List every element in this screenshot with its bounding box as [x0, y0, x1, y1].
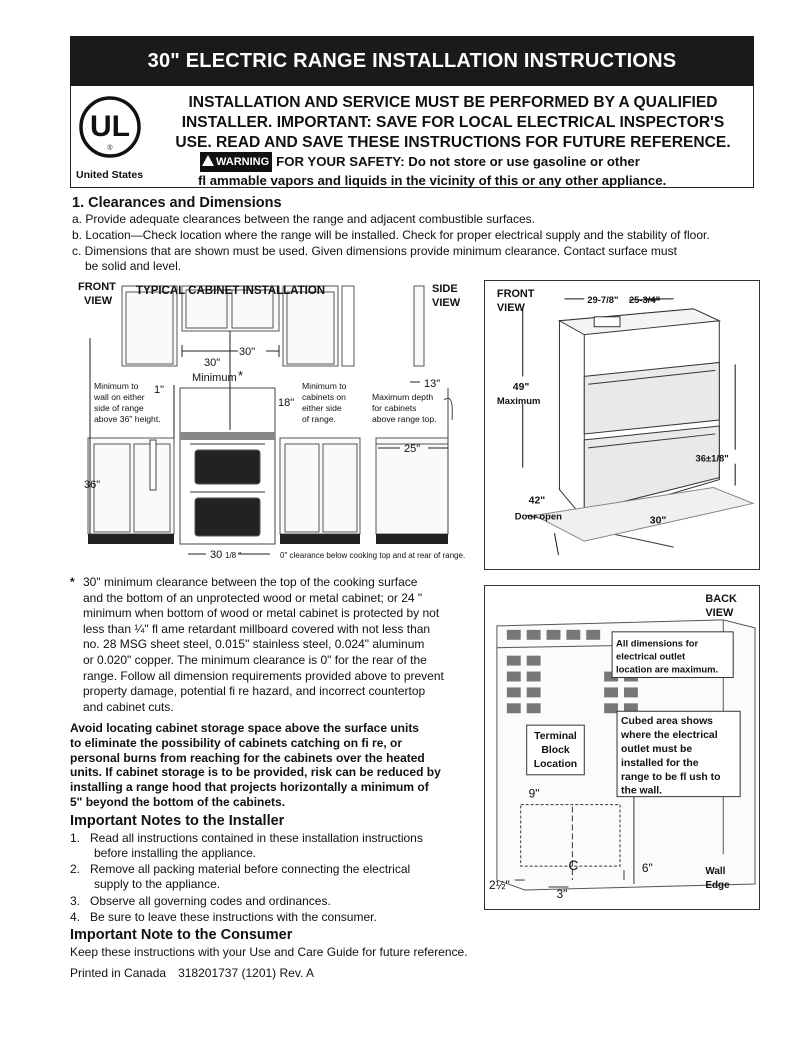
dim-30-bottom: 30 [210, 549, 222, 561]
svg-text:Location: Location [534, 759, 577, 770]
dim-2-5: 2½" [489, 878, 510, 892]
svg-text:above range top.: above range top. [372, 414, 437, 424]
dim-1: 1" [154, 384, 164, 396]
cabinet-front-view-label: FRONT [78, 281, 116, 293]
cabinet-storage-warning: Avoid locating cabinet storage space abo… [70, 721, 441, 809]
dim-36: 36±1/8" [695, 453, 728, 464]
dim-9: 9" [529, 787, 540, 801]
warning-triangle-icon [202, 155, 214, 166]
svg-text:Block: Block [541, 745, 570, 756]
centerline-mark: C [568, 857, 578, 873]
svg-text:Edge: Edge [705, 880, 730, 891]
range-front-view-label: FRONT [497, 288, 535, 300]
cabinet-figure-title: TYPICAL CABINET INSTALLATION [136, 285, 325, 297]
door-open-label: Door open [515, 510, 562, 521]
page-title: 30" ELECTRIC RANGE INSTALLATION INSTRUCT… [70, 36, 754, 86]
dim-30: 30" [650, 515, 667, 526]
svg-text:side of range: side of range [94, 403, 144, 413]
back-view-label: BACK [705, 593, 737, 605]
svg-text:where the electrical: where the electrical [620, 730, 718, 741]
dim-3: 3" [556, 887, 567, 901]
svg-text:wall on either: wall on either [93, 392, 145, 402]
dim-13: 13" [424, 378, 440, 390]
section-heading-clearances: 1. Clearances and Dimensions [72, 195, 282, 211]
max-depth-note: Maximum depth [372, 392, 433, 402]
ul-registered-mark: ® [107, 144, 113, 152]
clearance-item-a: a. Provide adequate clearances between t… [72, 212, 535, 226]
min-wall-note: Minimum to [94, 381, 139, 391]
svg-text:VIEW: VIEW [497, 302, 526, 314]
installer-notes-heading: Important Notes to the Installer [70, 813, 285, 829]
svg-text:the wall.: the wall. [621, 786, 662, 797]
ul-logo: UL ® [79, 96, 141, 158]
svg-text:installed for the: installed for the [621, 758, 699, 769]
clearance-item-b: b. Location—Check location where the ran… [72, 228, 710, 242]
consumer-note-heading: Important Note to the Consumer [70, 927, 293, 943]
svg-text:location are maximum.: location are maximum. [616, 664, 718, 675]
clearance-footnote: * 30" minimum clearance between the top … [70, 575, 444, 714]
warning-box [70, 86, 754, 188]
installer-note-4: 4.Be sure to leave these instructions wi… [70, 910, 377, 924]
wall-edge-label: Wall [705, 866, 725, 877]
printed-location: Printed in Canada [70, 966, 167, 980]
dim-30-top: 30" [239, 346, 255, 358]
dim-25: 25" [404, 443, 420, 455]
dim-18: 18" [278, 397, 294, 409]
installer-note-1: 1.Read all instructions contained in the… [70, 831, 423, 860]
installer-note-3: 3.Observe all governing codes and ordina… [70, 894, 331, 908]
ul-logo-text: UL [90, 110, 130, 143]
dim-49: 49" [513, 382, 530, 393]
svg-text:VIEW: VIEW [705, 607, 734, 619]
install-notice: INSTALLATION AND SERVICE MUST BE PERFORM… [175, 94, 731, 151]
range-front-view-diagram: FRONT VIEW 29-7/8" 25-3/4" 49" Maximum 3… [484, 280, 760, 570]
warning-badge: WARNING [200, 152, 273, 172]
svg-text:either side: either side [302, 403, 342, 413]
dim-42: 42" [529, 495, 546, 506]
dim-6: 6" [642, 861, 653, 875]
dim-25-3-4: 25-3/4" [629, 294, 660, 305]
zero-clearance-note: 0" clearance below cooking top and at re… [280, 551, 465, 560]
all-dims-note: All dimensions for [616, 638, 699, 649]
svg-text:of range.: of range. [302, 414, 336, 424]
print-info: Printed in Canada 318201737 (1201) Rev. A [70, 966, 326, 980]
svg-text:for cabinets: for cabinets [372, 403, 416, 413]
svg-text:above 36" height.: above 36" height. [94, 414, 161, 424]
dim-49-maximum: Maximum [497, 395, 540, 406]
document-code: 318201737 (1201) Rev. A [178, 966, 314, 980]
svg-text:VIEW: VIEW [432, 297, 461, 309]
range-back-view-diagram: BACK VIEW All dimensions for electrical … [484, 585, 760, 910]
terminal-block-label: Terminal [534, 731, 577, 742]
svg-text:electrical outlet: electrical outlet [616, 651, 686, 662]
svg-text:cabinets on: cabinets on [302, 392, 346, 402]
cabinet-installation-diagram: FRONT VIEW TYPICAL CABINET INSTALLATION … [78, 281, 465, 561]
svg-text:Minimum: Minimum [192, 372, 237, 384]
cabinet-side-view-label: SIDE [432, 283, 458, 295]
dim-36: 36" [84, 479, 100, 491]
svg-text:outlet must be: outlet must be [621, 744, 692, 755]
svg-text:VIEW: VIEW [84, 295, 113, 307]
ul-region-label: United States [76, 169, 144, 181]
dim-30-min: 30" [204, 357, 220, 369]
svg-text:1/8 ": 1/8 " [225, 551, 241, 560]
installer-note-2: 2.Remove all packing material before con… [70, 862, 411, 891]
min-cabinet-note: Minimum to [302, 381, 347, 391]
footnote-star-mark: * [238, 368, 243, 383]
cubed-area-note: Cubed area shows [621, 716, 713, 727]
svg-text:range to be fl ush to: range to be fl ush to [621, 772, 720, 783]
consumer-note-text: Keep these instructions with your Use an… [70, 945, 468, 959]
dim-29-7-8: 29-7/8" [587, 294, 618, 305]
clearance-item-c: c. Dimensions that are shown must be use… [72, 244, 677, 273]
